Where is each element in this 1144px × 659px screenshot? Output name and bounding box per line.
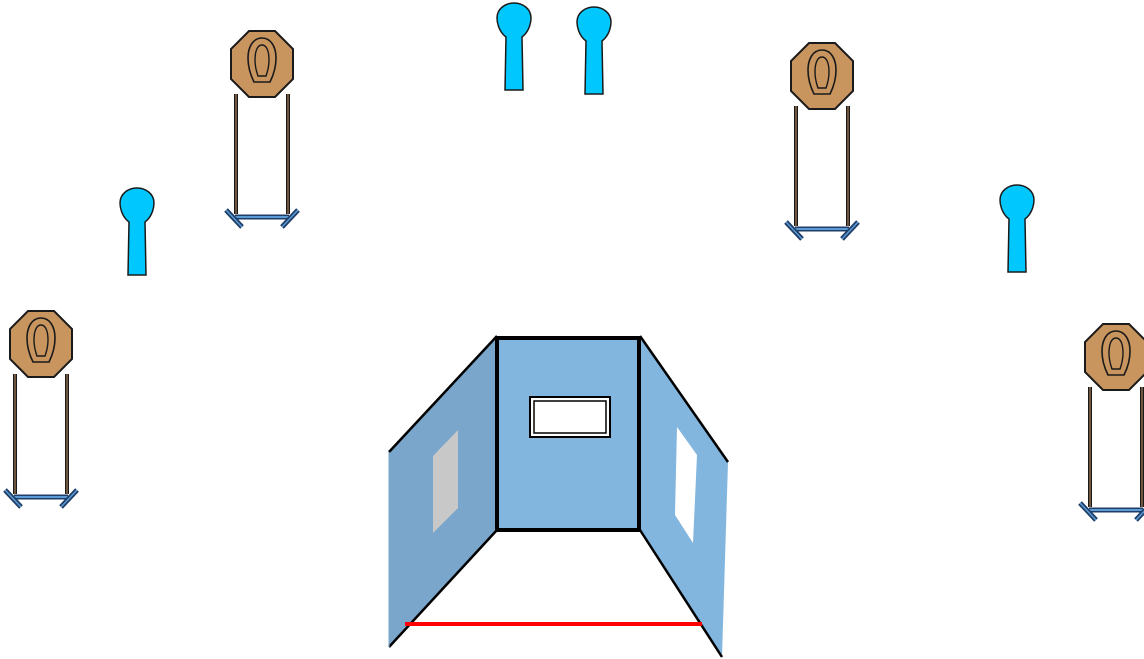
popper-center-left <box>496 2 532 91</box>
steel-target-upper-right <box>786 43 858 239</box>
steel-target-upper-left <box>226 31 298 227</box>
steel-target-right <box>1080 324 1144 520</box>
popper-right <box>999 184 1035 273</box>
steel-target-left <box>5 311 77 507</box>
barricade-left-port <box>433 430 458 533</box>
popper-left <box>119 187 155 276</box>
barricade-right-port <box>675 427 697 543</box>
barricade <box>388 335 730 658</box>
popper-center-right <box>576 6 612 95</box>
